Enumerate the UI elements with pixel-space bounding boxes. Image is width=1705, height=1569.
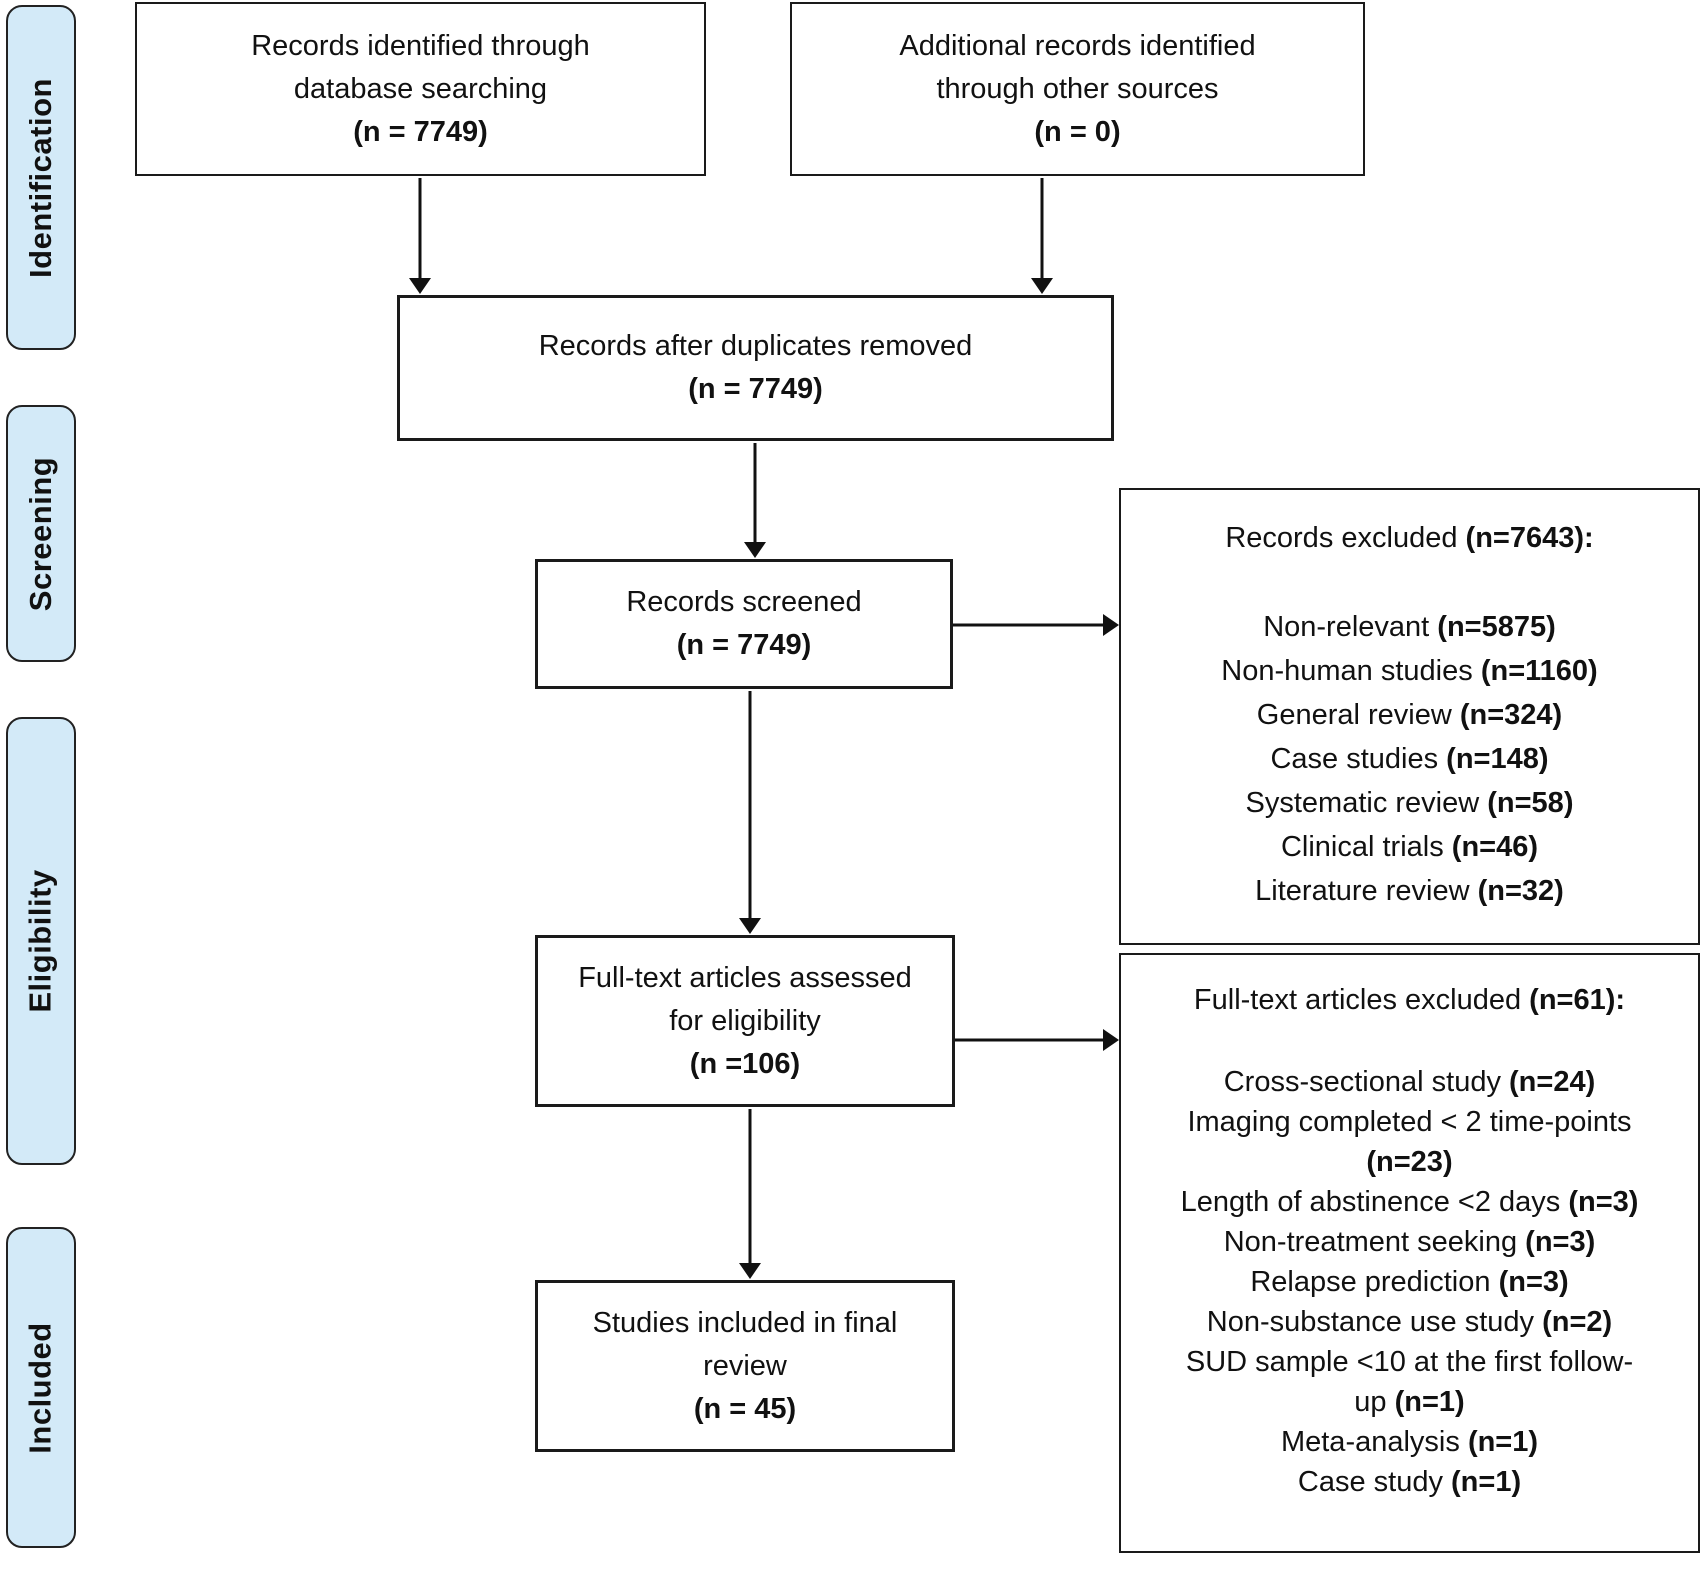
stage-label-screening: Screening <box>6 405 76 662</box>
excluded-item-count: (n=324) <box>1459 699 1563 731</box>
box-line: review <box>703 1349 787 1382</box>
stage-label-text: Eligibility <box>23 869 59 1013</box>
box-line: Records screened <box>626 586 862 618</box>
box-line: Full-text articles assessed <box>578 961 912 994</box>
excluded-item: Non-treatment seeking (n=3) <box>1121 1222 1698 1262</box>
excluded-item: Cross-sectional study (n=24) <box>1121 1062 1698 1102</box>
box-text: Records screened (n = 7749) <box>626 581 861 667</box>
box-count: (n =106) <box>689 1047 801 1080</box>
excluded-title-count: (n=7643): <box>1465 522 1594 554</box>
box-text: Records identified through database sear… <box>251 25 590 154</box>
box-text: Records after duplicates removed (n = 77… <box>539 325 973 411</box>
excluded-item: Case studies (n=148) <box>1121 737 1698 781</box>
box-records-excluded: Records excluded (n=7643): Non-relevant … <box>1119 488 1700 945</box>
box-count: (n = 0) <box>1034 115 1121 148</box>
excluded-item-label: Non-treatment seeking <box>1223 1226 1518 1258</box>
excluded-item-label: Imaging completed < 2 time-points <box>1187 1106 1632 1138</box>
excluded-item-count: (n=58) <box>1487 787 1574 819</box>
excluded-item-count: (n=3) <box>1525 1226 1596 1258</box>
excluded-item: Non-relevant (n=5875) <box>1121 605 1698 649</box>
excluded-item-label: Meta-analysis <box>1280 1426 1460 1458</box>
box-duplicates-removed: Records after duplicates removed (n = 77… <box>397 295 1114 441</box>
excluded-item-count: (n=32) <box>1477 875 1564 907</box>
box-fulltext-assessed: Full-text articles assessed for eligibil… <box>535 935 955 1107</box>
stage-label-identification: Identification <box>6 5 76 350</box>
excluded-item: SUD sample <10 at the first follow-up (n… <box>1175 1342 1645 1422</box>
excluded-item: General review (n=324) <box>1121 693 1698 737</box>
excluded-item-label: Systematic review <box>1245 787 1480 819</box>
excluded-item: Clinical trials (n=46) <box>1121 825 1698 869</box>
excluded-item: Meta-analysis (n=1) <box>1121 1422 1698 1462</box>
excluded-item-label: Case study <box>1297 1466 1443 1498</box>
excluded-title: Records excluded (n=7643): <box>1121 516 1698 560</box>
excluded-item-count: (n=3) <box>1568 1186 1639 1218</box>
box-line: Additional records identified <box>899 29 1256 62</box>
arrow-right-fulltext-to-excluded <box>955 1029 1119 1051</box>
arrow-down-additional-to-duplicates <box>1031 178 1053 294</box>
arrow-down-identified-to-duplicates <box>409 178 431 294</box>
excluded-item-label: Cross-sectional study <box>1223 1066 1501 1098</box>
excluded-item: Relapse prediction (n=3) <box>1121 1262 1698 1302</box>
box-line: database searching <box>293 72 548 105</box>
excluded-item-label: Literature review <box>1255 875 1470 907</box>
excluded-item: Case study (n=1) <box>1121 1462 1698 1502</box>
box-line: Records identified through <box>251 29 590 62</box>
excluded-item: Non-human studies (n=1160) <box>1121 649 1698 693</box>
excluded-title: Full-text articles excluded (n=61): <box>1121 980 1698 1020</box>
excluded-item-count: (n=3) <box>1498 1266 1569 1298</box>
excluded-title-count: (n=61): <box>1529 984 1626 1016</box>
box-additional-records: Additional records identified through ot… <box>790 2 1365 176</box>
excluded-item-count: (n=1160) <box>1480 655 1598 687</box>
box-count: (n = 7749) <box>688 373 823 405</box>
excluded-item-label: SUD sample <10 at the first follow-up <box>1185 1346 1634 1418</box>
box-text: Additional records identified through ot… <box>899 25 1255 154</box>
arrow-down-screened-to-fulltext <box>739 691 761 934</box>
stage-label-text: Identification <box>23 77 59 278</box>
box-line: through other sources <box>936 72 1219 105</box>
excluded-item-count: (n=1) <box>1451 1466 1522 1498</box>
excluded-item-label: Non-substance use study <box>1206 1306 1535 1338</box>
box-line: Studies included in final <box>592 1306 898 1339</box>
box-studies-included: Studies included in final review (n = 45… <box>535 1280 955 1452</box>
box-text: Full-text articles assessed for eligibil… <box>578 957 912 1086</box>
excluded-item-count: (n=1) <box>1467 1426 1539 1458</box>
excluded-item-label: Non-human studies <box>1221 655 1473 687</box>
excluded-item: Systematic review (n=58) <box>1121 781 1698 825</box>
excluded-item-label: Length of abstinence <2 days <box>1180 1186 1561 1218</box>
excluded-item-count: (n=2) <box>1542 1306 1613 1338</box>
excluded-item: Literature review (n=32) <box>1121 869 1698 913</box>
box-records-screened: Records screened (n = 7749) <box>535 559 953 689</box>
excluded-item: Length of abstinence <2 days (n=3) <box>1121 1182 1698 1222</box>
box-text: Studies included in final review (n = 45… <box>593 1302 898 1431</box>
arrow-right-screened-to-excluded <box>953 614 1119 636</box>
excluded-item-count: (n=23) <box>1366 1146 1453 1178</box>
excluded-item-count: (n=148) <box>1446 743 1549 775</box>
box-line: for eligibility <box>669 1004 821 1037</box>
box-fulltext-excluded: Full-text articles excluded (n=61): Cros… <box>1119 953 1700 1553</box>
excluded-item-label: Relapse prediction <box>1250 1266 1491 1298</box>
excluded-item-count: (n=24) <box>1509 1066 1596 1098</box>
excluded-item-count: (n=46) <box>1451 831 1539 863</box>
stage-label-text: Screening <box>23 456 59 611</box>
stage-label-included: Included <box>6 1227 76 1548</box>
stage-label-eligibility: Eligibility <box>6 717 76 1165</box>
excluded-title-text: Records excluded <box>1225 522 1458 554</box>
excluded-item-count: (n=1) <box>1394 1386 1465 1418</box>
excluded-item-label: Non-relevant <box>1263 611 1430 643</box>
arrow-down-duplicates-to-screened <box>744 443 766 558</box>
box-count: (n = 7749) <box>353 115 488 148</box>
box-line: Records after duplicates removed <box>538 330 973 362</box>
box-count: (n = 45) <box>693 1392 797 1425</box>
excluded-item-count: (n=5875) <box>1437 611 1556 643</box>
excluded-title-text: Full-text articles excluded <box>1193 984 1522 1016</box>
box-count: (n = 7749) <box>676 629 812 661</box>
excluded-item-label: Case studies <box>1270 743 1439 775</box>
stage-label-text: Included <box>23 1321 59 1454</box>
excluded-item: Imaging completed < 2 time-points (n=23) <box>1175 1102 1645 1182</box>
excluded-item: Non-substance use study (n=2) <box>1121 1302 1698 1342</box>
excluded-item-label: Clinical trials <box>1280 831 1444 863</box>
box-records-identified: Records identified through database sear… <box>135 2 706 176</box>
arrow-down-fulltext-to-included <box>739 1109 761 1279</box>
excluded-item-label: General review <box>1256 699 1452 731</box>
